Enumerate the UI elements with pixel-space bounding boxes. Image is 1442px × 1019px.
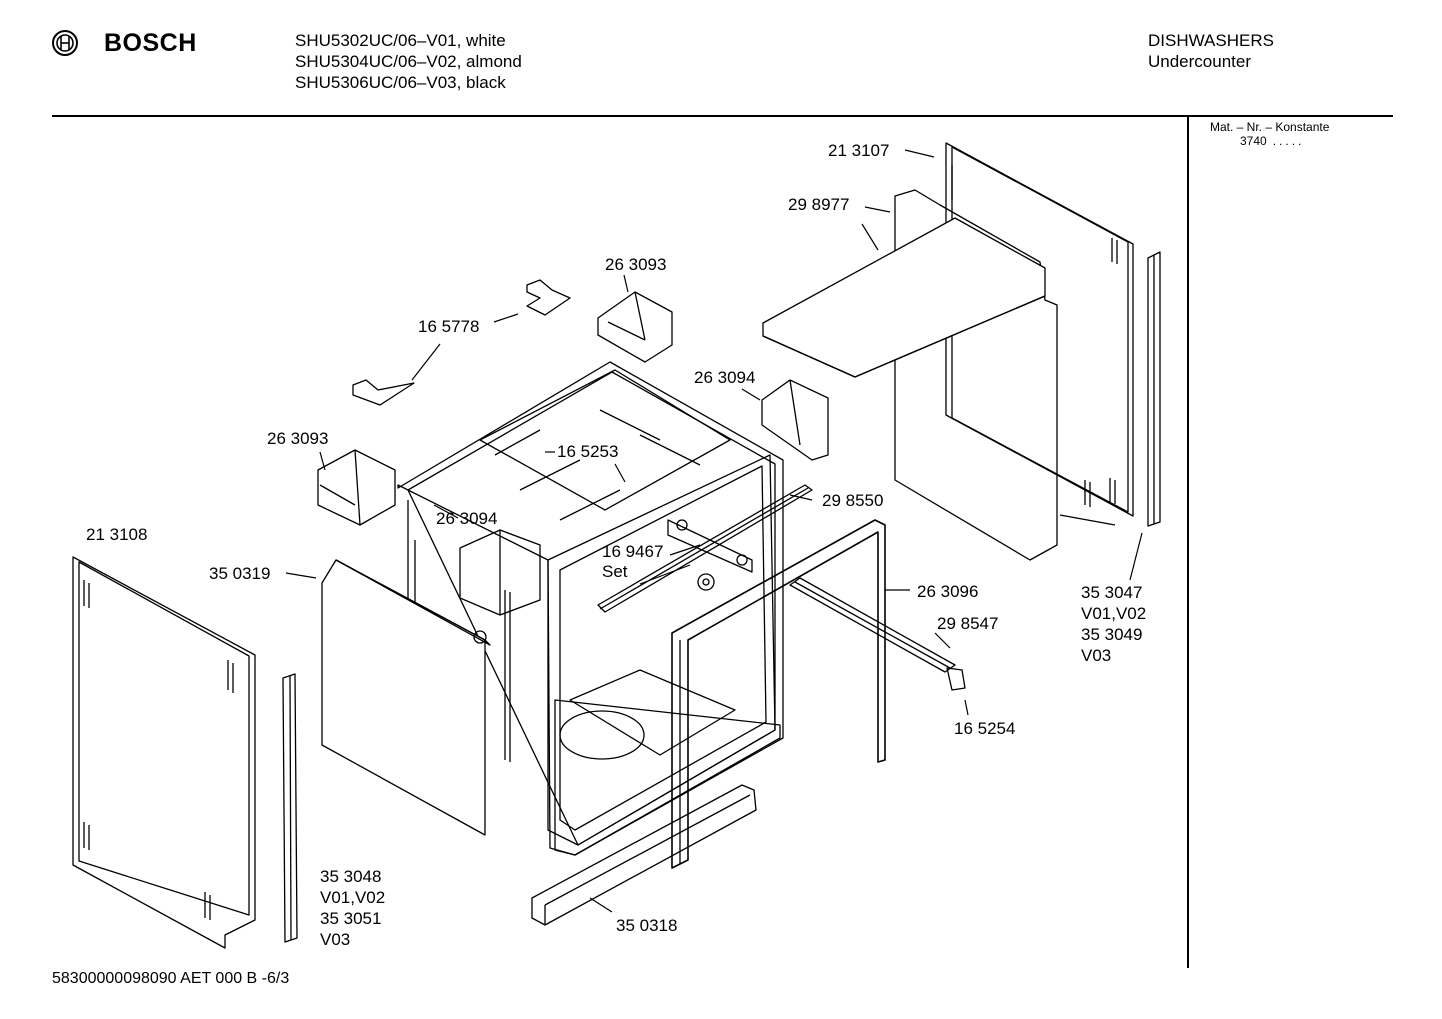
label-165253: 16 5253 [557,442,618,461]
label-353047: 35 3047 [1081,583,1142,602]
part-trim-strip-right [1147,251,1161,527]
label-353049: 35 3049 [1081,625,1142,644]
part-labels: 21 3107 29 8977 26 3093 16 5778 26 3094 … [86,141,1146,949]
category-block: DISHWASHERS Undercounter [1148,30,1274,72]
material-constant-dots: ..... [1272,134,1305,148]
model-line: SHU5302UC/06–V01, white [295,31,506,50]
label-353049-variant: V03 [1081,646,1111,665]
part-bracket-263094-right [761,379,829,461]
material-constant-title: Mat. – Nr. – Konstante [1210,120,1330,134]
side-divider [1187,116,1189,968]
part-base-rail [531,784,757,926]
label-298550: 29 8550 [822,491,883,510]
document-code: 58300000098090 AET 000 B -6/3 [52,970,290,987]
part-rear-panel [762,189,1116,561]
part-hinge-169467 [667,519,753,591]
category-subtitle: Undercounter [1148,52,1252,71]
category-title: DISHWASHERS [1148,31,1274,50]
part-bracket-263093-top [597,291,673,363]
label-350319: 35 0319 [209,564,270,583]
label-165778: 16 5778 [418,317,479,336]
label-353048: 35 3048 [320,867,381,886]
label-169467-set: Set [602,562,628,581]
part-plate-165778-bottom [352,379,415,406]
bosch-logo: BOSCH [50,28,197,58]
label-213107: 21 3107 [828,141,889,160]
part-side-insulation [321,559,491,836]
header-divider [52,115,1393,117]
label-165254: 16 5254 [954,719,1015,738]
label-353048-variant: V01,V02 [320,888,385,907]
model-line: SHU5306UC/06–V03, black [295,73,506,92]
label-263094-right: 26 3094 [694,368,755,387]
label-263093-left: 26 3093 [267,429,328,448]
bosch-armature-icon [52,30,78,56]
label-353051-variant: V03 [320,930,350,949]
part-plate-165778-top [526,279,571,316]
label-169467: 16 9467 [602,542,663,561]
part-bar-298547 [789,577,966,691]
part-rail-298550 [597,484,813,613]
part-bracket-263094-left [459,529,541,644]
label-353047-variant: V01,V02 [1081,604,1146,623]
model-list: SHU5302UC/06–V01, white SHU5304UC/06–V02… [295,30,522,93]
material-constant-value: 3740 [1240,134,1267,148]
label-213108: 21 3108 [86,525,147,544]
brand-name: BOSCH [104,28,197,57]
part-bracket-263093-left [317,449,396,526]
label-263096: 26 3096 [917,582,978,601]
label-298547: 29 8547 [937,614,998,633]
part-tub [397,361,784,856]
label-350318: 35 0318 [616,916,677,935]
label-353051: 35 3051 [320,909,381,928]
label-298977: 29 8977 [788,195,849,214]
leader-lines [285,149,1143,913]
part-side-panel-left [72,556,256,949]
label-263093-top: 26 3093 [605,255,666,274]
part-side-panel-right [945,142,1134,517]
part-door-gasket [671,519,886,869]
material-constant: Mat. – Nr. – Konstante 3740..... [1210,120,1329,148]
label-263094-left: 26 3094 [436,509,497,528]
model-line: SHU5304UC/06–V02, almond [295,52,522,71]
part-trim-strip-left [282,673,298,943]
